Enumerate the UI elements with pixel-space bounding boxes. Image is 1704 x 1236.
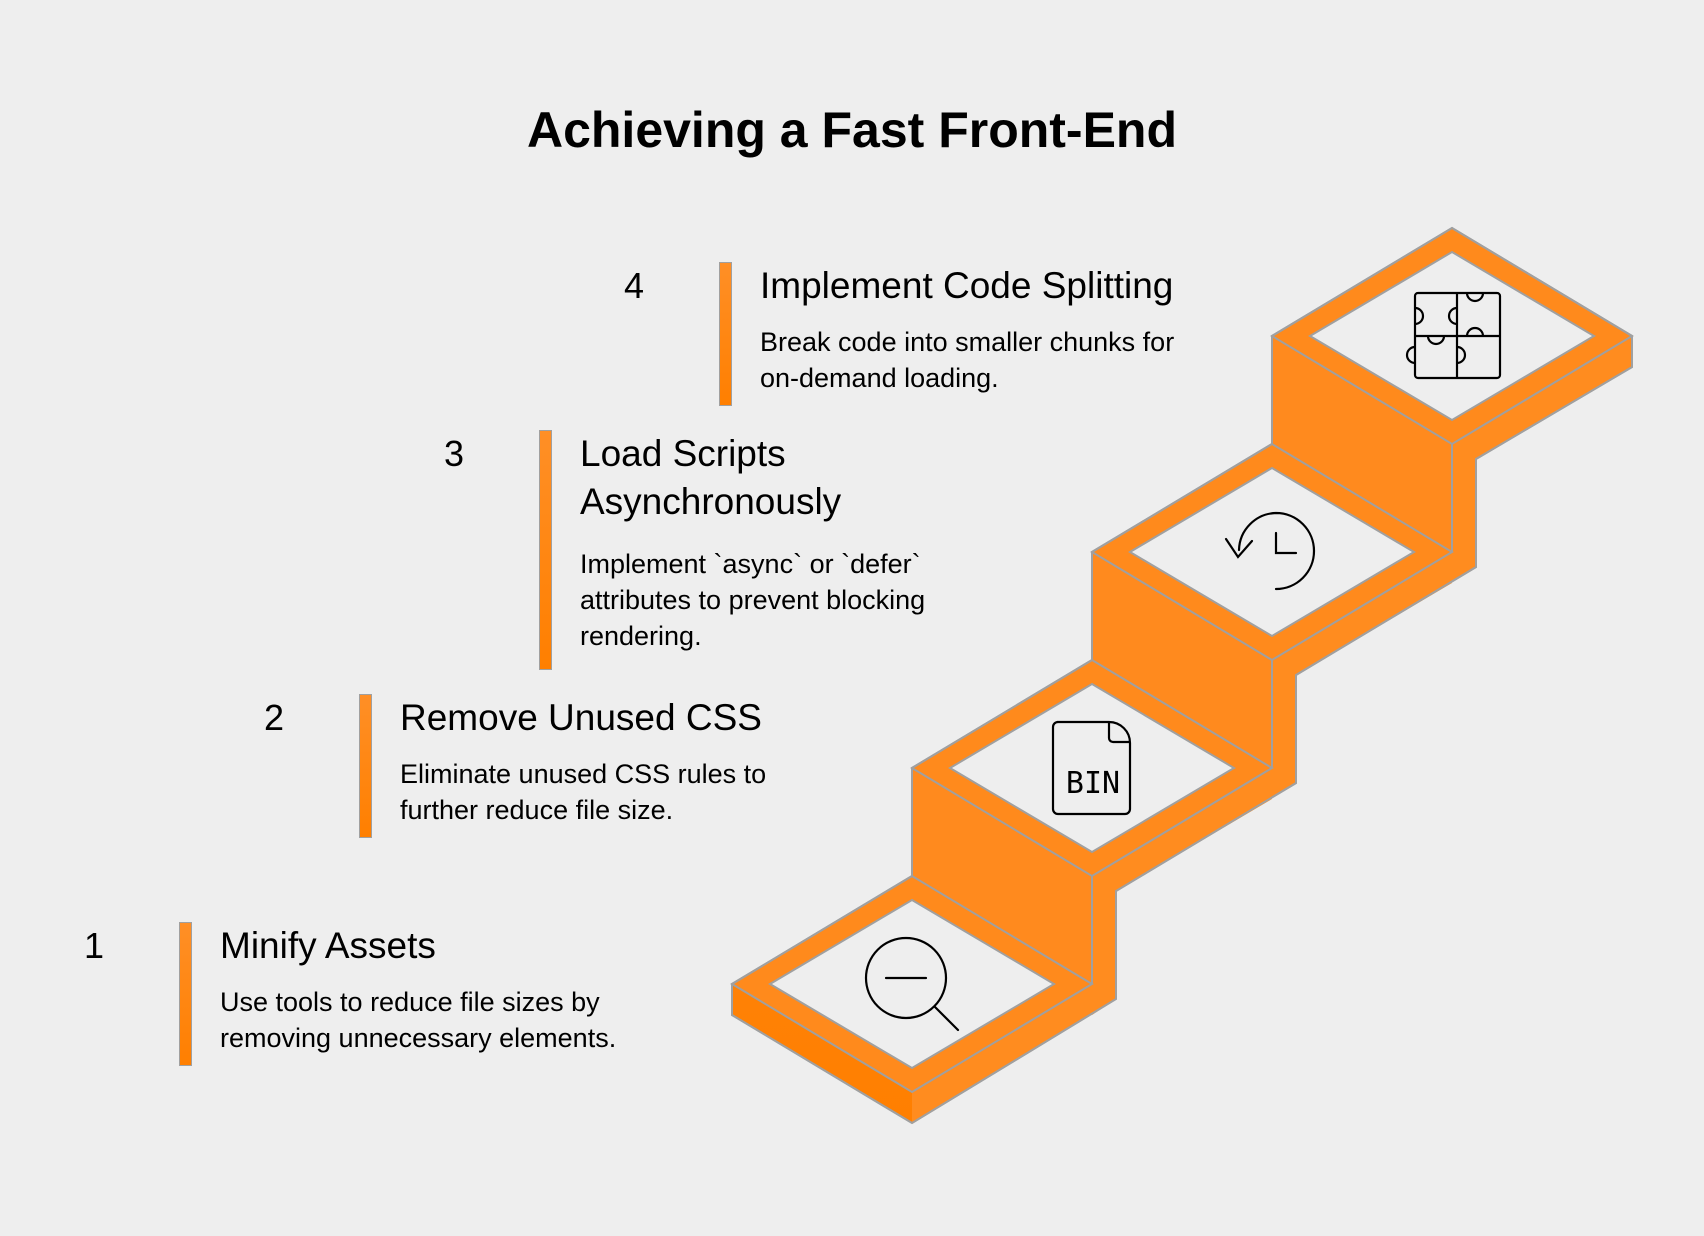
staircase-outline [731,226,1633,1125]
step-side-face [1452,336,1632,581]
step-title: Implement Code Splitting [760,265,1174,306]
diagram-title: Achieving a Fast Front-End [526,102,1178,158]
puzzle-icon [1405,291,1502,380]
step-riser [1092,552,1272,768]
binary-file-label: BIN [1066,766,1120,801]
step-description: Use tools to reduce file sizes by removi… [220,987,617,1053]
step-side-face [1272,552,1452,797]
step-side-face [912,984,1116,1124]
step-top-inset [1128,466,1416,638]
step-description: Eliminate unused CSS rules to further re… [400,759,767,825]
step-title: Load Scripts Asynchronously [580,433,842,522]
step-title: Minify Assets [220,925,436,966]
step-riser [1272,336,1452,552]
step-number: 4 [624,265,645,306]
step-accent-bar [359,694,372,838]
step-riser [912,768,1092,984]
staircase-steps [730,226,1634,1125]
step-top-inset [768,898,1056,1070]
step-number: 2 [264,697,285,738]
step-accent-bar [539,430,552,670]
step-top-inset [948,682,1236,854]
step-accent-bar [179,922,192,1066]
binary-file-icon: BIN [1051,720,1132,816]
step-title: Remove Unused CSS [400,697,762,738]
step-description: Break code into smaller chunks for on-de… [760,327,1175,393]
history-clock-icon [1224,511,1316,591]
step-accent-bar [719,262,732,406]
step-side-face [1092,768,1272,1013]
step-number: 1 [84,925,105,966]
step-number: 3 [444,433,465,474]
step-description: Implement `async` or `defer` attributes … [580,549,926,651]
magnifier-minus-icon [864,936,960,1032]
